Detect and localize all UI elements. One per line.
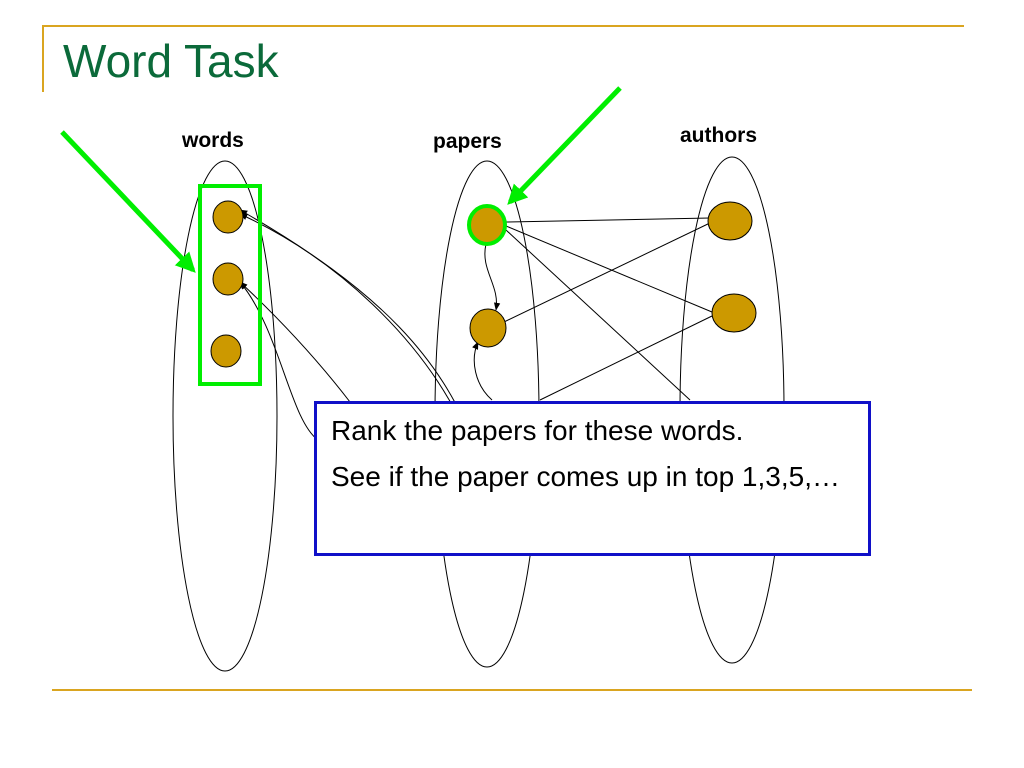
edge-paper2-author1 (503, 221, 713, 323)
author-node-1 (707, 201, 753, 241)
bottom-accent-rule (52, 689, 972, 691)
edge-paper3-to-paper2 (472, 341, 493, 401)
edge-paper-to-word-2b (239, 281, 319, 441)
word-node-2 (212, 262, 244, 296)
top-accent-rule (42, 25, 964, 27)
edge-paper-to-word-2 (239, 281, 351, 403)
edge-paper1-to-paper2 (484, 243, 501, 311)
author-node-2 (711, 293, 757, 333)
edge-paper-to-word-1b (239, 213, 461, 421)
words-group-ellipse (172, 160, 278, 672)
slide-title: Word Task (63, 35, 279, 87)
edge-paper1-author2 (505, 225, 713, 313)
pointer-arrow-to-paper (507, 86, 622, 205)
word-node-3 (210, 334, 242, 368)
instruction-callout: Rank the papers for these words. See if … (314, 401, 871, 556)
edge-paper3-author2 (539, 315, 713, 401)
left-accent-rule (42, 25, 44, 92)
callout-line-1: Rank the papers for these words. (331, 415, 744, 446)
paper-node-2 (469, 308, 507, 348)
callout-line-2: See if the paper comes up in top 1,3,5,… (331, 460, 840, 492)
word-node-1 (212, 200, 244, 234)
pointer-arrow-to-words (60, 130, 196, 273)
words-label: words (182, 129, 244, 152)
papers-label: papers (433, 130, 502, 153)
edge-paper1-author1 (505, 217, 711, 223)
paper-node-1-highlighted (467, 204, 507, 246)
selected-words-highlight (198, 184, 262, 386)
edge-paper1-author-lower (505, 229, 691, 401)
authors-label: authors (680, 124, 758, 147)
